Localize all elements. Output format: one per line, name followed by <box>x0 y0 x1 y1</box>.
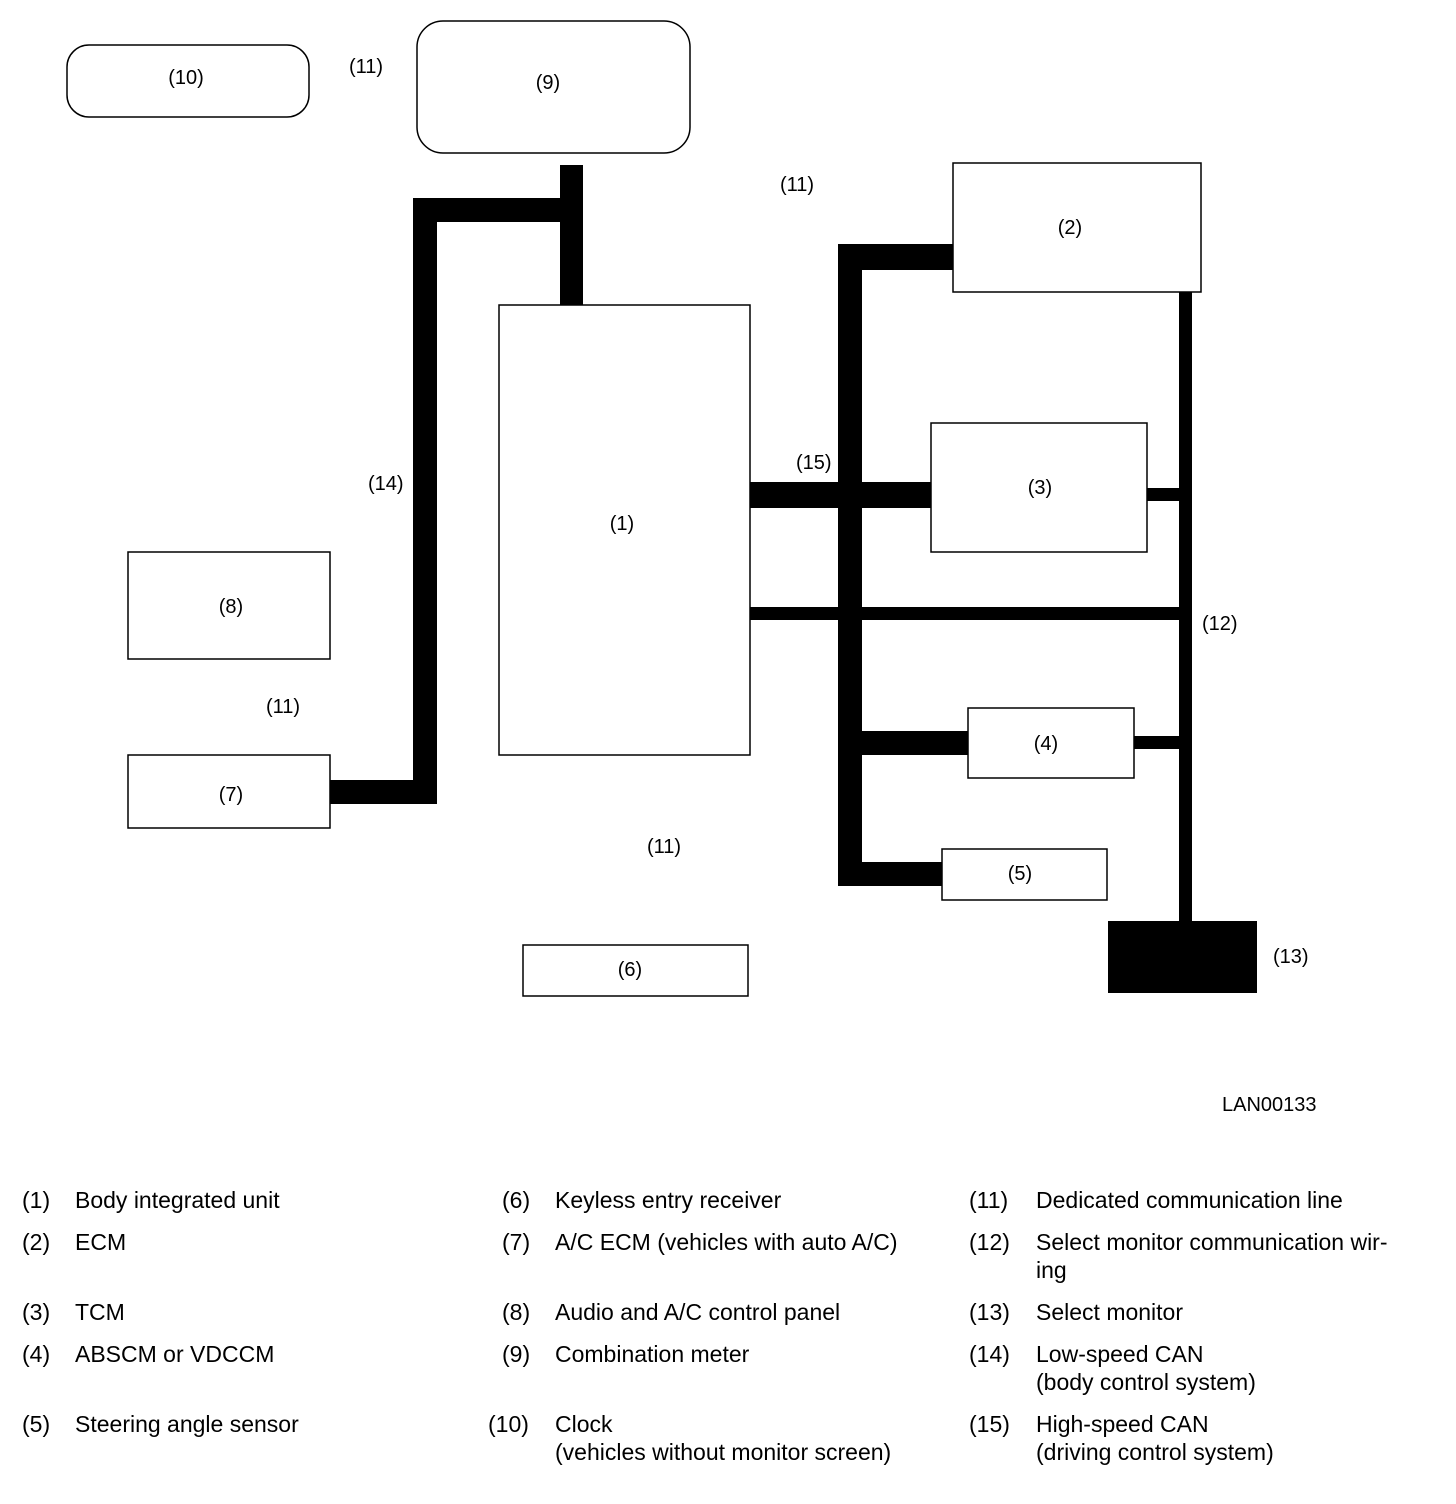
legend-text: Select monitor communication wir- <box>1036 1229 1388 1255</box>
legend-text-line2: (vehicles without monitor screen) <box>555 1439 892 1465</box>
legend-text-line2: ing <box>1036 1257 1067 1283</box>
legend-text: Combination meter <box>555 1341 750 1367</box>
legend-num: (15) <box>969 1411 1010 1437</box>
legend-num: (4) <box>22 1341 51 1367</box>
legend-num: (11) <box>969 1187 1009 1213</box>
ecm-box <box>952 162 1202 293</box>
label-n13: (13) <box>1273 946 1309 968</box>
low-speed-can-line <box>330 165 583 804</box>
tcm-box <box>930 422 1148 553</box>
label-n4: (4) <box>1034 733 1058 755</box>
legend-text: A/C ECM (vehicles with auto A/C) <box>555 1229 898 1255</box>
label-n3: (3) <box>1028 477 1052 499</box>
label-n10: (10) <box>168 67 204 89</box>
label-n2: (2) <box>1058 217 1082 239</box>
legend-text: Dedicated communication line <box>1036 1187 1343 1213</box>
high-speed-can-line <box>750 244 968 886</box>
callout-15: (15) <box>796 452 832 474</box>
legend-text: TCM <box>75 1299 125 1325</box>
legend-num: (14) <box>969 1341 1010 1367</box>
legend-text: Steering angle sensor <box>75 1411 299 1437</box>
legend-num: (9) <box>502 1341 531 1367</box>
legend-text-line2: (body control system) <box>1036 1369 1256 1395</box>
select-monitor-box <box>1108 921 1257 993</box>
legend-num: (6) <box>502 1187 531 1213</box>
legend-num: (1) <box>22 1187 51 1213</box>
callout-11-bottom: (11) <box>647 836 681 858</box>
legend-text: ABSCM or VDCCM <box>75 1341 275 1367</box>
callout-11-top-left: (11) <box>349 56 383 78</box>
legend-text: ECM <box>75 1229 127 1255</box>
callout-14: (14) <box>368 473 404 495</box>
figure-code: LAN00133 <box>1222 1094 1317 1116</box>
legend-text: Audio and A/C control panel <box>555 1299 841 1325</box>
label-n8: (8) <box>219 596 243 618</box>
abscm-box <box>967 707 1135 779</box>
label-n9: (9) <box>536 72 560 94</box>
legend-text-line2: (driving control system) <box>1036 1439 1274 1465</box>
clock-box <box>66 44 310 118</box>
legend-text: High-speed CAN <box>1036 1411 1209 1437</box>
legend-num: (7) <box>502 1229 531 1255</box>
legend-text: Select monitor <box>1036 1299 1184 1325</box>
legend-num: (2) <box>22 1229 51 1255</box>
legend-num: (10) <box>488 1411 529 1437</box>
combination-meter-box <box>416 20 691 154</box>
label-n7: (7) <box>219 784 243 806</box>
select-monitor-wiring <box>750 292 1192 924</box>
legend-num: (8) <box>502 1299 531 1325</box>
legend: (1) Body integrated unit (2) ECM (3) TCM… <box>0 1180 1456 1490</box>
ac-ecm-box <box>127 754 331 829</box>
legend-text: Keyless entry receiver <box>555 1187 782 1213</box>
legend-num: (12) <box>969 1229 1010 1255</box>
audio-ac-panel-box <box>127 551 331 660</box>
callout-11-top-right: (11) <box>780 174 814 196</box>
label-n6: (6) <box>618 959 642 981</box>
legend-text: Body integrated unit <box>75 1187 280 1213</box>
steering-angle-sensor-box <box>941 848 1108 901</box>
callout-11-left: (11) <box>266 696 300 718</box>
body-integrated-unit-box <box>498 304 751 756</box>
label-n1: (1) <box>610 513 634 535</box>
label-n5: (5) <box>1008 863 1032 885</box>
network-diagram: (10) (9) (2) (1) (3) (8) (4) (7) (5) (6)… <box>66 20 1309 997</box>
legend-text: Low-speed CAN <box>1036 1341 1204 1367</box>
legend-text: Clock <box>555 1411 613 1437</box>
legend-num: (13) <box>969 1299 1010 1325</box>
callout-12: (12) <box>1202 613 1238 635</box>
legend-num: (5) <box>22 1411 51 1437</box>
keyless-entry-receiver-box <box>522 944 749 997</box>
legend-num: (3) <box>22 1299 51 1325</box>
